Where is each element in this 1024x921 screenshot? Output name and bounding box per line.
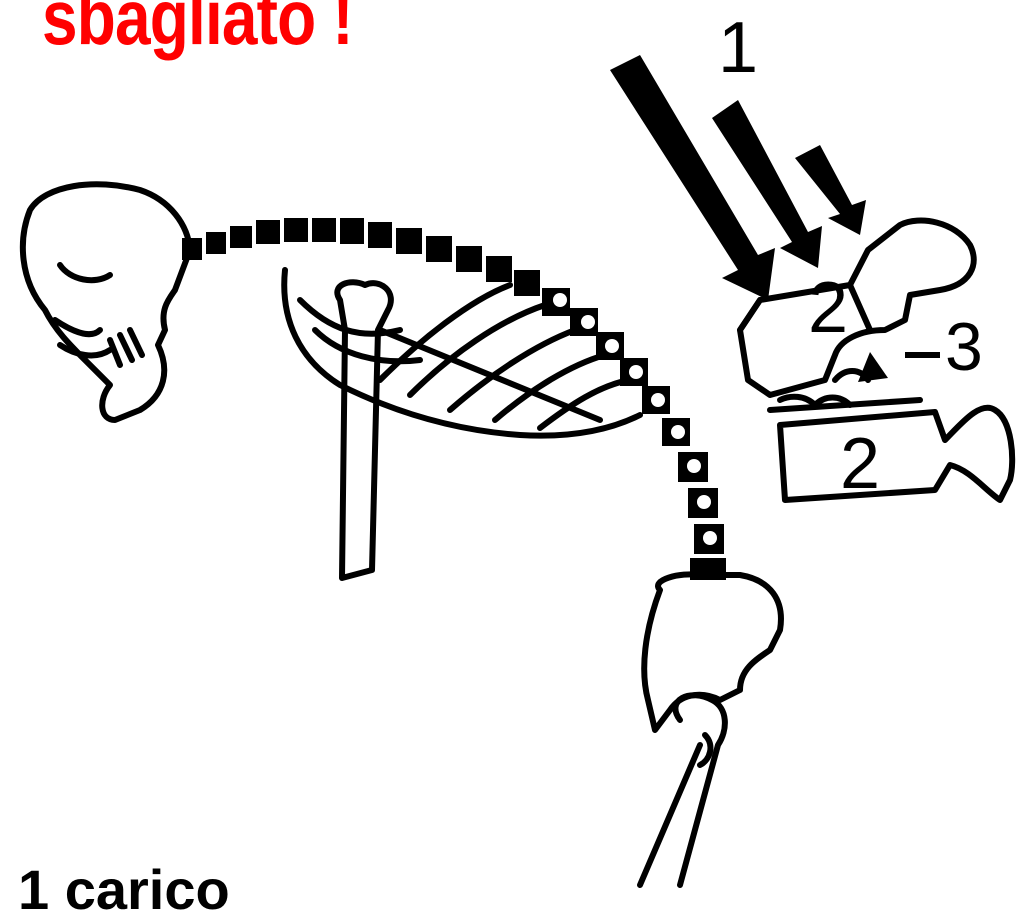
vertebra-highlight xyxy=(703,531,717,545)
diagram-canvas: sbagliato ! xyxy=(0,0,1024,890)
femur-head xyxy=(700,735,710,765)
vertebra-highlight xyxy=(553,293,567,307)
vertebra-bottom-label: 2 xyxy=(840,424,880,504)
load-arrow-label: 1 xyxy=(718,8,758,88)
thoracic-vertebra xyxy=(368,222,392,248)
cervical-vertebra xyxy=(206,232,226,254)
thoracic-vertebra xyxy=(514,270,540,296)
vertebra-bottom-body xyxy=(780,408,1012,500)
thoracic-vertebra xyxy=(456,246,482,272)
pelvis-outline xyxy=(644,574,781,730)
thoracic-vertebra xyxy=(284,218,308,242)
sacrum xyxy=(690,558,726,580)
caption-text: 1 carico xyxy=(18,862,230,918)
skull-outline xyxy=(23,184,190,420)
herniation-blob xyxy=(858,352,888,382)
skull-eye xyxy=(60,265,110,280)
disc-label: 3 xyxy=(945,309,983,385)
vertebra-highlight xyxy=(687,459,701,473)
thoracic-vertebra xyxy=(426,236,452,262)
thoracic-vertebra xyxy=(230,226,252,248)
arrow-icon xyxy=(795,145,866,235)
vertebra-top-label: 2 xyxy=(808,268,848,348)
thoracic-vertebra xyxy=(340,218,364,244)
humerus-bone xyxy=(337,282,391,578)
thoracic-vertebra xyxy=(312,218,336,242)
vertebra-highlight xyxy=(671,425,685,439)
skull-teeth xyxy=(110,330,142,365)
skeleton-diagram: 1 2 3 2 xyxy=(0,0,1024,890)
vertebra-highlight xyxy=(605,339,619,353)
thoracic-vertebra xyxy=(256,220,280,244)
sternum xyxy=(380,330,600,420)
spine-column xyxy=(182,218,726,580)
vertebra-highlight xyxy=(651,393,665,407)
vertebra-highlight xyxy=(629,365,643,379)
vertebra-highlight xyxy=(697,495,711,509)
cervical-vertebra xyxy=(182,238,202,260)
arrow-icon xyxy=(610,55,775,300)
thoracic-vertebra xyxy=(486,256,512,282)
load-arrows xyxy=(610,55,866,300)
thoracic-vertebra xyxy=(396,228,422,254)
vertebra-highlight xyxy=(581,315,595,329)
